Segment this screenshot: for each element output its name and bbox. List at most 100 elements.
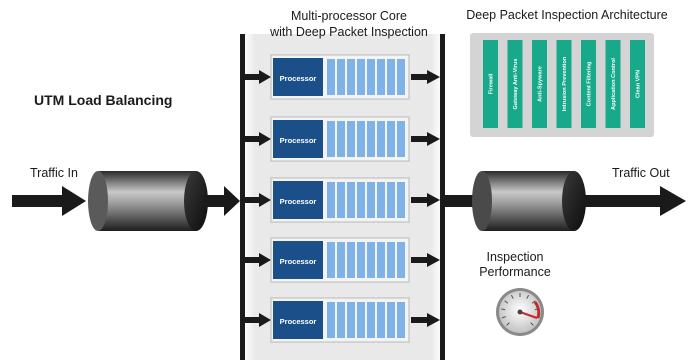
gauge-tick [510,294,514,299]
dpi-module-label: Firewall [489,73,495,94]
queue-cell [387,59,395,95]
queue-cell [357,59,365,95]
queue-cell [397,242,405,278]
dpi-module: Content Filtering [581,40,596,128]
dpi-module: Application Control [605,40,621,128]
core-title: Multi-processor Core with Deep Packet In… [244,8,454,40]
queue-cell [327,302,335,338]
queue-cell [347,182,355,218]
dpi-module-bar [507,40,523,128]
gauge-hub [517,309,523,315]
dpi-module-bar [483,40,498,128]
dpi-module-bar [556,40,572,128]
utm-title: UTM Load Balancing [34,92,173,108]
queue-cell [337,242,345,278]
traffic-in-arrow-head [62,186,86,216]
queue-cell [387,182,395,218]
row-input-arrow-head [259,193,271,207]
row-input-arrow-shaft [245,317,261,323]
traffic-out-arrow-head [660,186,686,216]
input-cylinder-left-cap [88,171,108,231]
processor-row: Processor [245,237,440,283]
dpi-module: Clean VPN [630,40,645,128]
queue-cell [367,242,375,278]
gauge-tick [501,308,506,311]
queue-cell [337,302,345,338]
row-output-arrow-head [427,132,440,146]
queue-cell [327,121,335,157]
queue-cell [327,242,335,278]
processor-row: Processor [245,177,440,223]
processor-block [273,120,323,158]
output-cylinder-left-cap [472,171,492,231]
queue-cell [337,59,345,95]
dpi-module-label: Content Filtering [587,61,593,106]
dpi-title: Deep Packet Inspection Architecture [466,8,668,22]
gauge-tick [506,322,510,326]
traffic-out-flow [445,171,686,231]
queue-cell [357,121,365,157]
queue-cell [327,59,335,95]
queue-cell [337,182,345,218]
dpi-module-bar [532,40,547,128]
gauge-tick [501,316,506,319]
queue-cell [357,302,365,338]
dpi-module: Anti-Spyware [532,40,547,128]
row-output-arrow-shaft [411,136,429,142]
row-input-arrow-head [259,313,271,327]
processor-row: Processor [245,116,440,162]
traffic-in-arrow-shaft [12,195,66,207]
row-input-arrow-shaft [245,257,261,263]
queue-cell [357,242,365,278]
row-output-arrow-shaft [411,257,429,263]
queue-cell [347,121,355,157]
dpi-module-label: Clean VPN [636,70,642,98]
inspection-label-line2: Performance [479,265,551,279]
row-output-arrow-head [427,253,440,267]
traffic-out-label: Traffic Out [612,166,670,180]
queue-cell [377,182,385,218]
processor-label: Processor [280,317,317,326]
queue-cell [337,121,345,157]
queue-cell [397,121,405,157]
output-cylinder-right-end [562,171,586,231]
core-title-line2: with Deep Packet Inspection [270,25,428,39]
queue-cell [347,302,355,338]
left-bus-bar [240,34,245,360]
processor-row: Processor [245,297,440,343]
dpi-module-bar [630,40,645,128]
dpi-module-label: Gateway Anti-Virus [513,59,519,110]
gauge-tick [531,300,536,304]
row-input-arrow-shaft [245,136,261,142]
gauge-tick [504,300,509,304]
row-input-arrow-head [259,132,271,146]
queue-cell [397,59,405,95]
row-output-arrow-shaft [411,74,429,80]
processor-block [273,181,323,219]
queue-cell [347,59,355,95]
right-bus-bar [440,34,445,360]
gauge-tick [530,322,534,326]
input-to-core-arrow-head [224,186,240,216]
queue-cell [387,242,395,278]
dpi-module-bar [581,40,596,128]
row-output-arrow-head [427,193,440,207]
input-cylinder-body [98,171,196,231]
processor-label: Processor [280,197,317,206]
row-output-arrow-shaft [411,317,429,323]
row-input-arrow-shaft [245,74,261,80]
processor-block [273,241,323,279]
inspection-performance-label: Inspection Performance [470,250,560,280]
row-output-arrow-shaft [411,197,429,203]
gauge-tick [526,294,530,299]
queue-cell [397,182,405,218]
processor-rows: ProcessorProcessorProcessorProcessorProc… [245,54,440,343]
processor-row: Processor [245,54,440,100]
queue-cell [347,242,355,278]
gauge-ticks [501,293,539,326]
input-to-core-arrow-shaft [204,195,228,207]
queue-cell [377,59,385,95]
inspection-label-line1: Inspection [486,250,544,264]
queue-cell [367,302,375,338]
